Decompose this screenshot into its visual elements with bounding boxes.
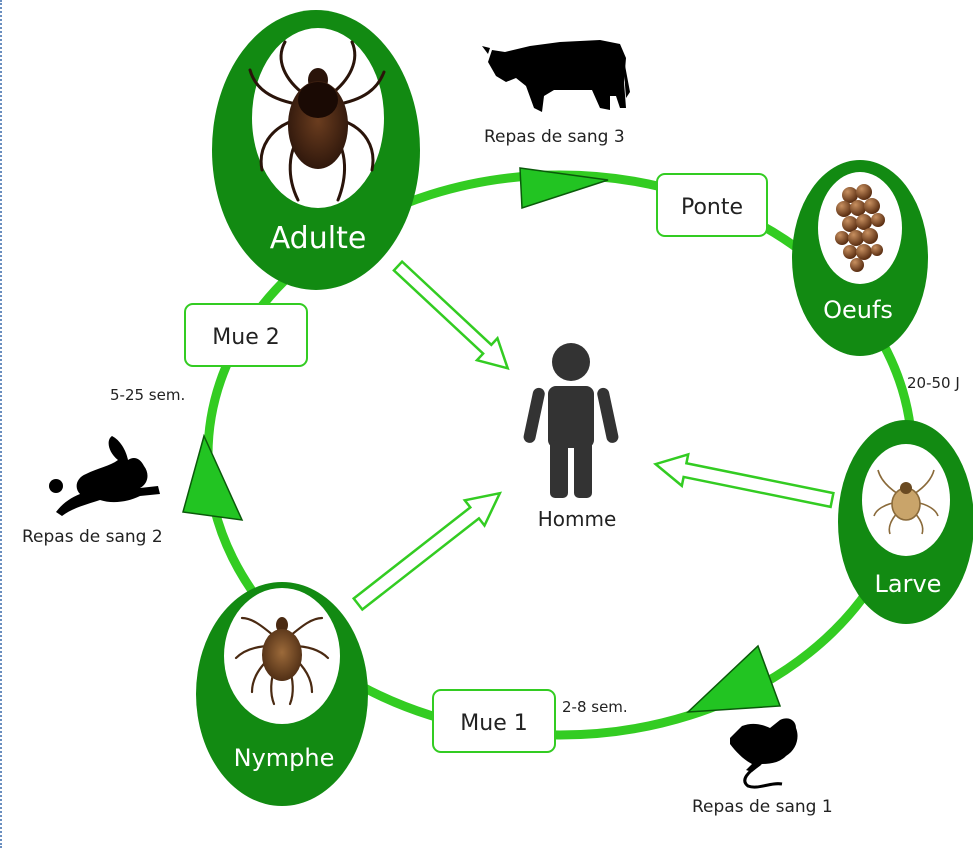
human-label: Homme xyxy=(538,507,617,531)
step-box-molt2: Mue 2 xyxy=(185,304,307,366)
stage-larva: Larve xyxy=(838,420,973,624)
arrow-nymph-to-human xyxy=(348,481,510,617)
arrow-adult-to-human xyxy=(388,255,518,379)
step-laying-label: Ponte xyxy=(681,195,743,220)
rabbit-icon xyxy=(49,436,160,516)
step-box-laying: Ponte xyxy=(657,174,767,236)
meal2-label: Repas de sang 2 xyxy=(22,527,163,547)
step-molt2-label: Mue 2 xyxy=(212,325,279,350)
step-molt1-label: Mue 1 xyxy=(460,711,527,736)
duration-larva-to-nymph: 2-8 sem. xyxy=(562,698,628,716)
step-box-molt1: Mue 1 xyxy=(433,690,555,752)
cow-icon xyxy=(482,40,630,112)
stage-larva-label: Larve xyxy=(875,570,942,598)
meal3-label: Repas de sang 3 xyxy=(484,127,625,147)
meal1-label: Repas de sang 1 xyxy=(692,797,833,817)
stage-nymph: Nymphe xyxy=(196,582,368,806)
stage-eggs-label: Oeufs xyxy=(823,296,893,324)
mouse-icon xyxy=(730,718,798,787)
cycle-arrow-bottom-right xyxy=(688,646,780,712)
person-icon xyxy=(522,343,619,498)
duration-nymph-to-adult: 5-25 sem. xyxy=(110,386,185,404)
stage-adult-label: Adulte xyxy=(270,221,367,256)
duration-eggs-to-larva: 20-50 J xyxy=(907,374,960,392)
stage-nymph-label: Nymphe xyxy=(234,744,335,772)
arrow-larva-to-human xyxy=(652,448,835,515)
stage-eggs: Oeufs xyxy=(792,160,928,356)
stage-adult: Adulte xyxy=(212,10,420,290)
